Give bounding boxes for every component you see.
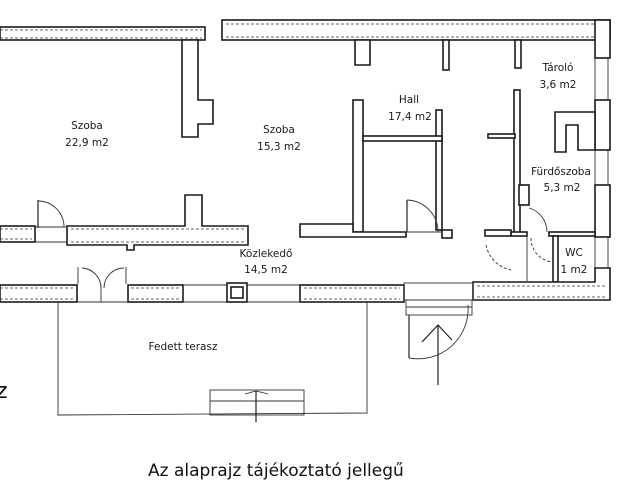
svg-text:Tároló: Tároló [542,62,574,74]
door-hall [406,199,442,233]
door-bathroom [485,207,553,271]
svg-text:14,5 m2: 14,5 m2 [244,264,288,276]
hall-walls [352,39,522,236]
plan-caption: Az alaprajz tájékoztató jellegű [148,461,404,480]
exterior-wall-top [0,19,611,41]
corridor-wall-left [0,194,249,251]
svg-text:Fedett terasz: Fedett terasz [149,341,218,353]
svg-text:Közlekedő: Közlekedő [240,248,293,260]
room-label-wc: WC 1 m2 [561,247,588,276]
svg-text:Szoba: Szoba [71,120,103,132]
exterior-wall-bottom [0,267,611,303]
svg-text:15,3 m2: 15,3 m2 [257,141,301,153]
exterior-wall-right [594,19,611,280]
door-szoba-1 [35,200,67,243]
svg-text:1 m2: 1 m2 [561,264,588,276]
svg-text:Szoba: Szoba [263,124,295,136]
room-label-szoba-2: Szoba 15,3 m2 [257,124,301,153]
corridor-wall-right [299,223,512,239]
storage-block [554,111,596,153]
partition-wall-1 [181,39,214,138]
svg-text:3,6 m2: 3,6 m2 [540,79,577,91]
room-label-szoba-1: Szoba 22,9 m2 [65,120,109,149]
room-label-hall: Hall 17,4 m2 [388,94,432,123]
svg-text:22,9 m2: 22,9 m2 [65,137,109,149]
terrace-outline [57,302,368,422]
door-terrace-double [77,267,128,303]
svg-text:Fürdőszoba: Fürdőszoba [531,166,591,178]
room-label-furdoszoba: Fürdőszoba 5,3 m2 [531,166,591,194]
svg-text:17,4 m2: 17,4 m2 [388,111,432,123]
room-label-taroló: Tároló 3,6 m2 [540,62,577,91]
room-label-fedett-terasz: Fedett terasz [149,341,218,353]
bathroom-walls [510,184,596,283]
svg-text:5,3 m2: 5,3 m2 [544,182,581,194]
room-label-kozlekedo: Közlekedő 14,5 m2 [240,248,293,276]
svg-text:WC: WC [565,247,583,259]
edge-partial-text: z [0,379,8,404]
svg-text:Hall: Hall [399,94,419,106]
main-entrance [403,282,474,385]
